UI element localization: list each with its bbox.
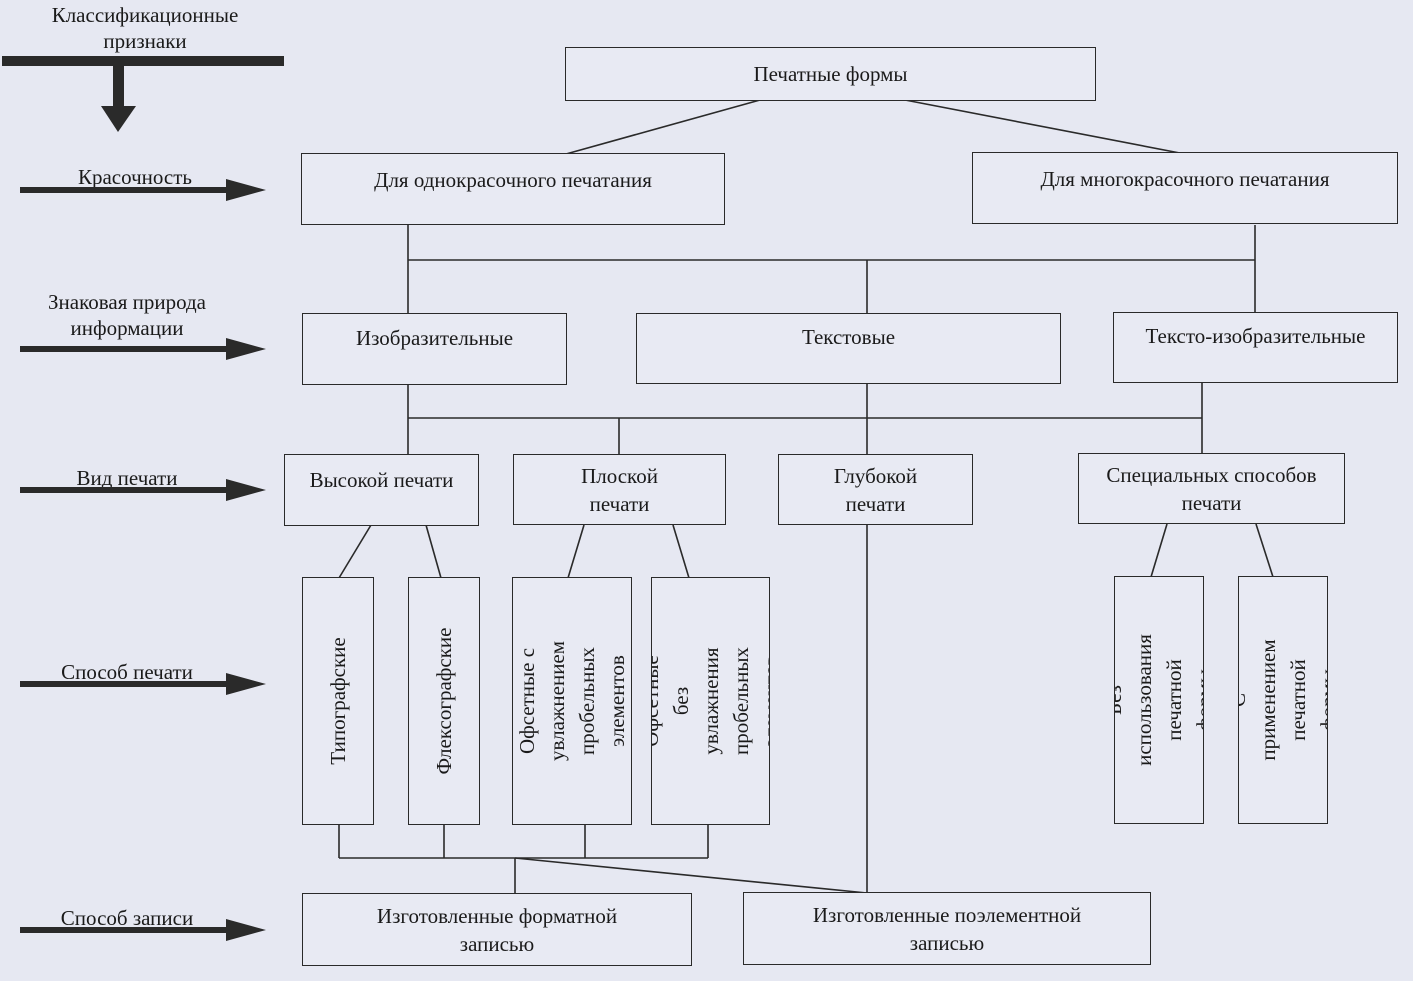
node-text: Текстовые	[636, 313, 1061, 384]
criterion-record-arrow	[20, 919, 266, 941]
node-typographic: Типографские	[302, 577, 374, 825]
criterion-color-arrow	[20, 179, 266, 201]
node-planographic: Плоской печати	[513, 454, 726, 525]
criterion-nature-arrow	[20, 338, 266, 360]
criterion-print-type-arrow	[20, 479, 266, 501]
criterion-print-method-arrow	[20, 673, 266, 695]
legend-header: Классификационные признаки	[51, 3, 239, 53]
node-single-color: Для однокрасочного печатания	[301, 153, 725, 225]
criterion-record: Способ записи	[60, 906, 194, 930]
node-pictorial: Изобразительные	[302, 313, 567, 385]
node-text-pictorial: Тексто-изобразительные	[1113, 312, 1398, 383]
node-element-recording: Изготовленные поэлементной записью	[743, 892, 1151, 965]
node-gravure: Глубокой печати	[778, 454, 973, 525]
node-special-methods: Специальных способов печати	[1078, 453, 1345, 524]
criterion-print-type: Вид печати	[76, 466, 178, 490]
criterion-print-method: Способ печати	[61, 660, 193, 684]
node-offset-waterless: Офсетные без увлажнения пробельных элеме…	[651, 577, 770, 825]
node-format-recording: Изготовленные форматной записью	[302, 893, 692, 966]
criterion-nature: Знаковая природа информации	[48, 290, 206, 340]
node-letterpress: Высокой печати	[284, 454, 479, 526]
node-without-plate: Без использования печатной формы	[1114, 576, 1204, 824]
node-offset-wet: Офсетные с увлажнением пробельных элемен…	[512, 577, 632, 825]
criterion-color: Красочность	[77, 165, 192, 189]
node-multi-color: Для многокрасочного печатания	[972, 152, 1398, 224]
node-printing-plates: Печатные формы	[565, 47, 1096, 101]
node-flexographic: Флексографские	[408, 577, 480, 825]
node-with-plate: С применением печатной формы	[1238, 576, 1328, 824]
